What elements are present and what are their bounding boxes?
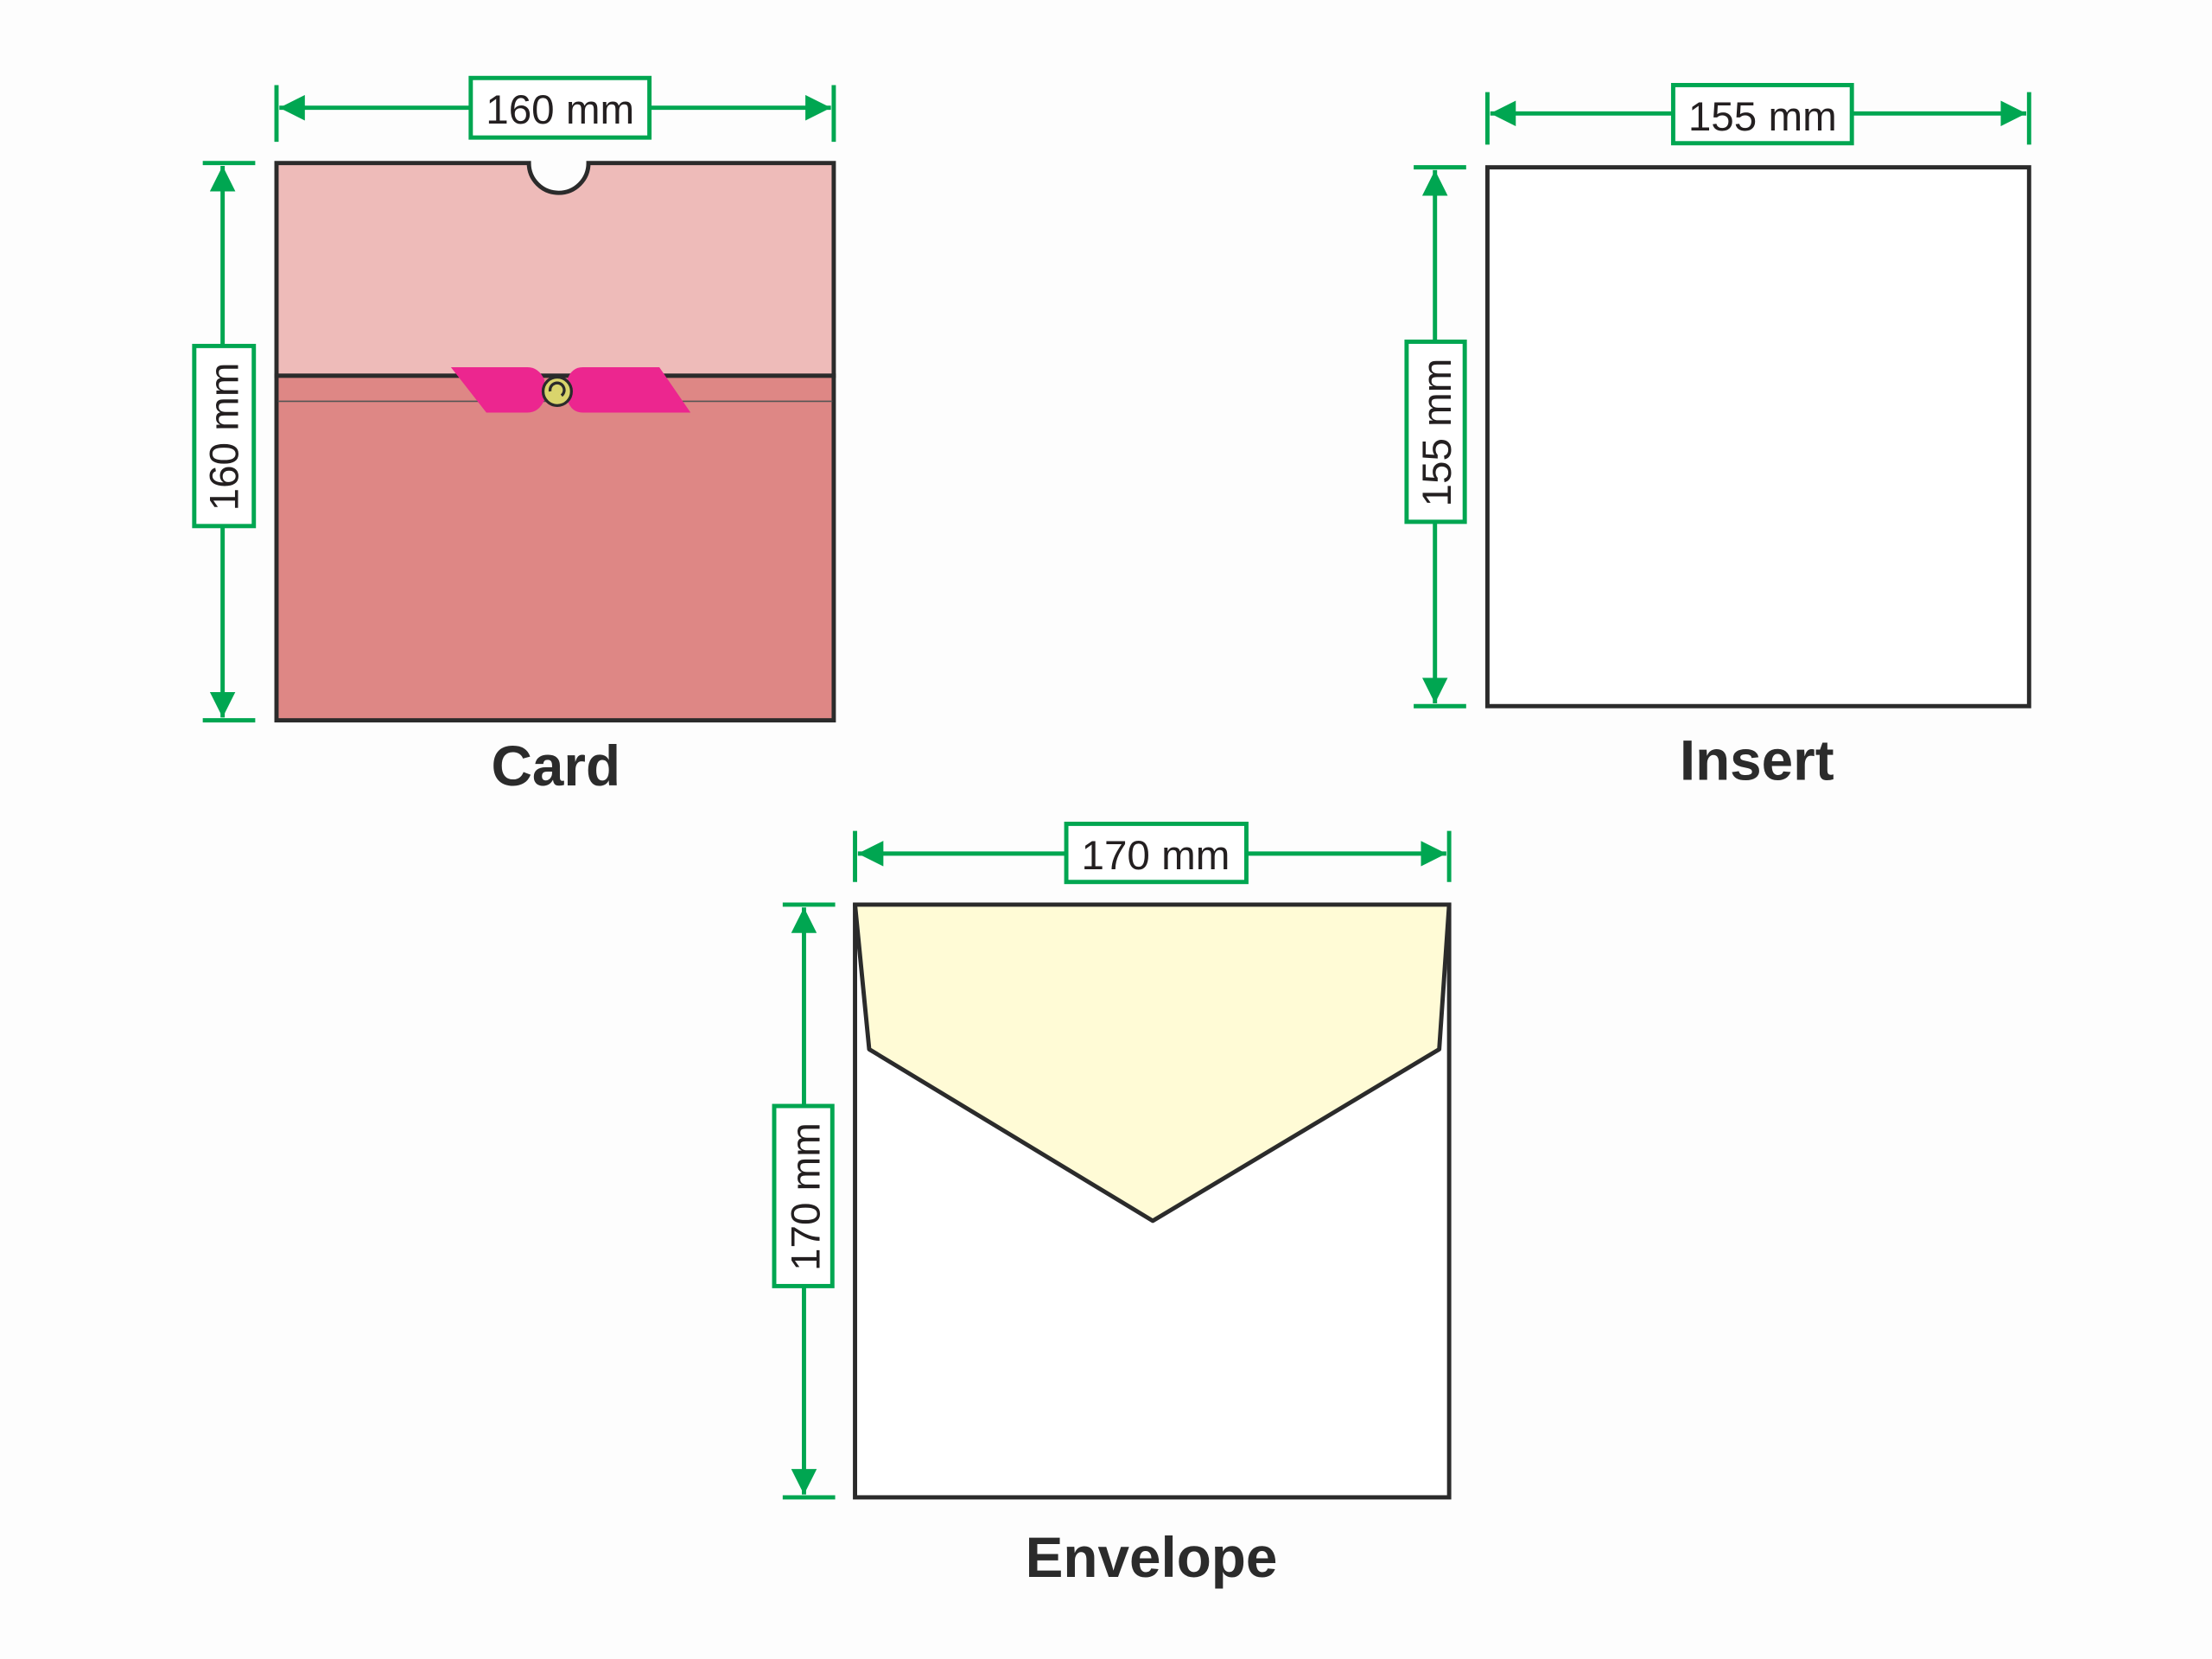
insert-height-label: 155 mm — [1414, 359, 1460, 507]
card-height-dimension: 160 mm — [192, 161, 257, 723]
card-width-dimension: 160 mm — [274, 75, 836, 143]
card-pocket — [274, 373, 836, 723]
insert-height-dimension: 155 mm — [1404, 165, 1467, 709]
insert-width-label: 155 mm — [1688, 94, 1837, 140]
ribbon-left — [450, 367, 545, 413]
envelope-title: Envelope — [1026, 1526, 1278, 1589]
insert-title: Insert — [1680, 729, 1834, 792]
clasp-swirl-icon — [541, 375, 573, 407]
envelope-width-dimension: 170 mm — [853, 821, 1452, 885]
ribbon-right — [567, 367, 691, 413]
card-drawing — [274, 161, 836, 723]
envelope-flap — [853, 902, 1452, 1224]
envelope-width-label: 170 mm — [1081, 833, 1230, 879]
envelope-drawing — [853, 902, 1452, 1500]
card-top-panel — [274, 161, 836, 378]
card-title: Card — [492, 734, 621, 798]
envelope-height-dimension: 170 mm — [772, 902, 836, 1500]
insert-drawing — [1484, 165, 2031, 709]
envelope-height-label: 170 mm — [784, 1122, 830, 1271]
card-width-label: 160 mm — [486, 87, 634, 133]
card-height-label: 160 mm — [202, 362, 248, 511]
insert-width-dimension: 155 mm — [1484, 82, 2031, 146]
